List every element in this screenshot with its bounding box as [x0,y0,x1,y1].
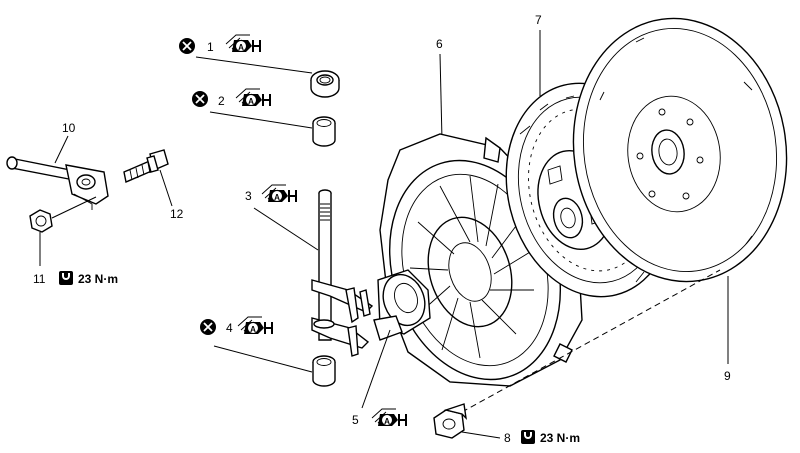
replace-icon [191,90,209,108]
callout-6: 6 [436,37,443,51]
bushing [312,116,336,147]
item-8-group: 8 23 N·m [433,269,721,445]
callout-7: 7 [535,13,542,27]
lower-bushing [312,355,336,387]
lever-bolt [123,149,169,183]
torque-icon [521,430,535,444]
grease-letter: A [248,97,254,106]
item-9-group: 9 [572,17,788,383]
item-12-group: 12 [123,149,184,221]
item-11-group: 11 23 N·m [29,196,118,286]
leader-2 [209,111,313,129]
leader-1 [195,56,313,74]
grease-letter: A [250,325,256,334]
release-shaft [311,189,374,357]
leader-5 [361,329,391,409]
flywheel-bolt [433,403,467,439]
callout-12: 12 [170,207,184,221]
grease-letter: A [274,193,280,202]
callout-9: 9 [724,369,731,383]
item-5-group: 5 A [352,269,431,427]
item-10-group: 10 [6,121,109,210]
item-2-group: 2 A [191,88,336,147]
callout-10: 10 [62,121,76,135]
callout-8: 8 [504,431,511,445]
torque-11: 23 N·m [78,272,118,286]
leader-nut-lever [51,196,97,219]
grease-letter: A [384,417,390,426]
grease-icon: A [225,34,262,53]
callout-5: 5 [352,413,359,427]
release-bearing [373,269,431,341]
pilot-bearing [310,70,340,98]
item-3-group: 3 A [245,184,374,357]
item-4-group: 4 A [199,316,336,387]
callout-11: 11 [33,272,46,286]
torque-icon [59,271,73,285]
torque-8: 23 N·m [540,431,580,445]
grease-icon: A [261,184,298,203]
release-lever [6,156,109,210]
assembly-centerline [461,269,721,413]
leader-8 [461,431,501,439]
callout-2: 2 [218,94,225,108]
leader-10 [54,135,69,164]
flywheel [572,17,788,283]
leader-12 [159,169,173,207]
callout-3: 3 [245,189,252,203]
replace-icon [178,37,196,55]
grease-letter: A [238,43,244,52]
leader-3 [253,207,319,251]
leader-4 [213,345,313,373]
callout-4: 4 [226,321,233,335]
replace-icon [199,318,217,336]
grease-icon: A [371,408,408,427]
callout-1: 1 [207,40,214,54]
lever-nut [29,209,53,233]
grease-icon: A [235,88,272,107]
item-1-group: 1 A [178,34,340,98]
leader-6 [439,53,443,141]
grease-icon: A [237,316,274,335]
